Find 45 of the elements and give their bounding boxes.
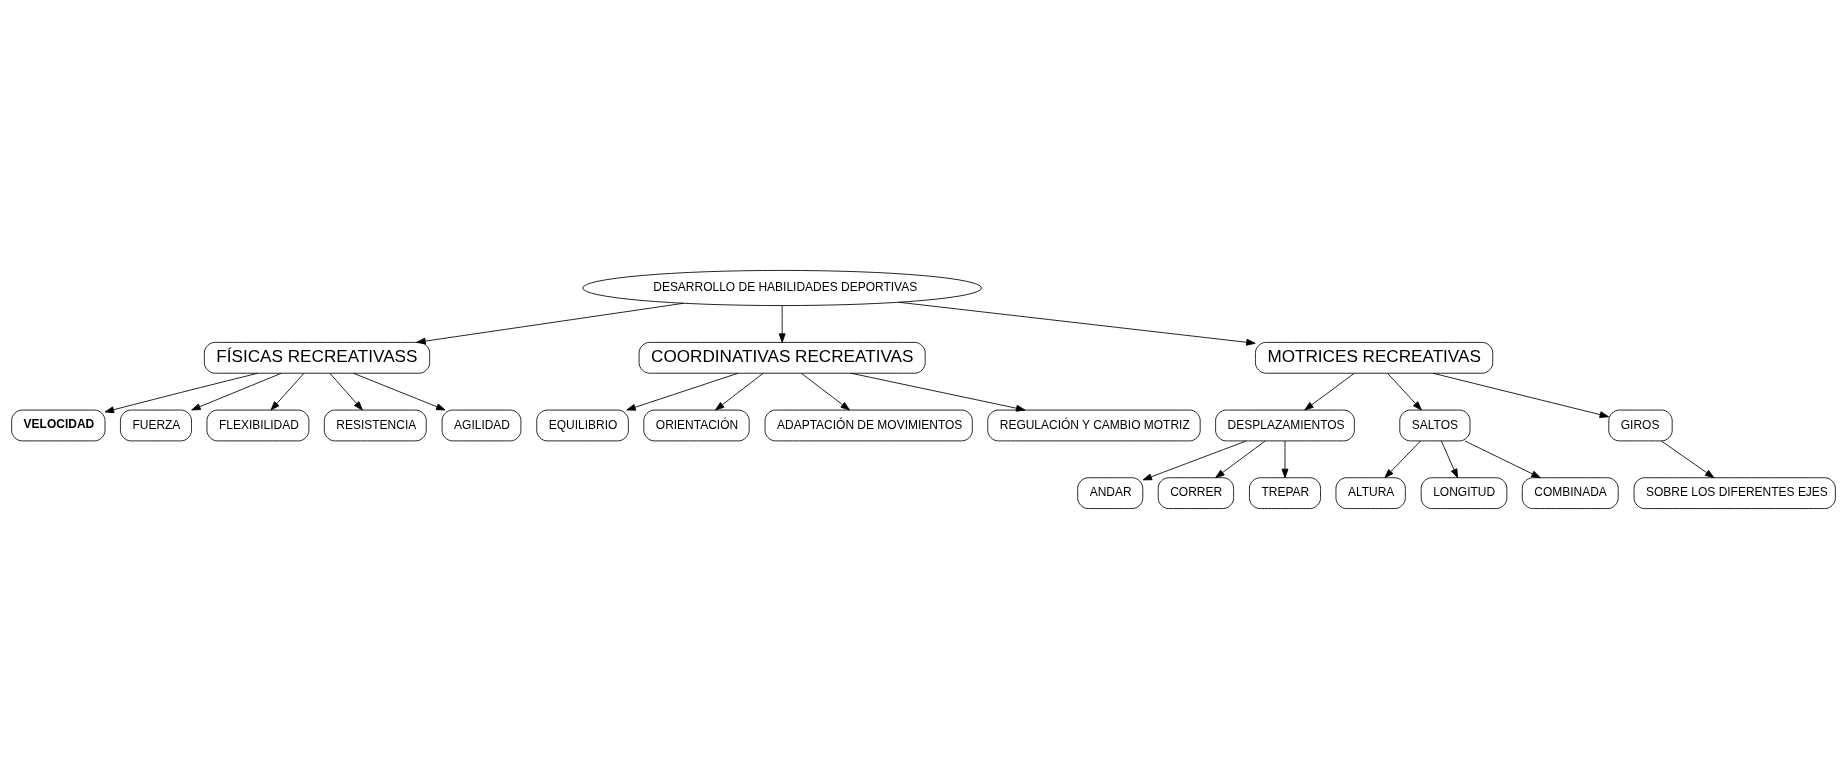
node-box: FÍSICAS RECREATIVASS	[203, 341, 431, 374]
arrow	[1660, 440, 1715, 479]
node-box: FLEXIBILIDAD	[206, 409, 310, 442]
arrow	[329, 372, 363, 411]
arrow	[1432, 372, 1609, 418]
node-box: ANDAR	[1077, 477, 1144, 509]
node-box: DESPLAZAMIENTOS	[1215, 409, 1355, 442]
node-box: TREPAR	[1249, 477, 1321, 509]
arrow	[1440, 440, 1458, 479]
arrow	[270, 372, 305, 411]
node-box: ADAPTACIÓN DE MOVIMIENTOS	[764, 409, 973, 442]
node-box: SOBRE LOS DIFERENTES EJES	[1633, 477, 1836, 509]
arrow	[1384, 440, 1422, 479]
arrow	[1387, 372, 1422, 411]
node-box: AGILIDAD	[441, 409, 522, 442]
arrow	[1215, 440, 1266, 479]
node-box: FUERZA	[120, 409, 192, 442]
node-box: VELOCIDAD	[11, 409, 106, 442]
node-box: EQUILIBRIO	[536, 409, 629, 442]
arrow	[1281, 440, 1289, 479]
node-box: MOTRICES RECREATIVAS	[1255, 341, 1494, 374]
node-box: LONGITUD	[1420, 477, 1508, 509]
node-box: COORDINATIVAS RECREATIVAS	[638, 341, 926, 374]
arrow	[778, 305, 786, 343]
arrow	[191, 372, 282, 411]
arrow	[715, 372, 764, 411]
node-box: GIROS	[1608, 409, 1673, 442]
arrow	[800, 372, 850, 411]
arrow	[416, 302, 684, 345]
arrow	[626, 372, 739, 411]
arrow	[898, 301, 1256, 346]
arrow	[850, 372, 1026, 412]
node-box: RESISTENCIA	[323, 409, 427, 442]
arrow	[1304, 372, 1355, 411]
arrow	[353, 372, 446, 411]
arrow	[104, 372, 259, 414]
node-box: COMBINADA	[1521, 477, 1619, 509]
node-box: REGULACIÓN Y CAMBIO MOTRIZ	[987, 409, 1201, 442]
node-ellipse: DESARROLLO DE HABILIDADES DEPORTIVAS	[582, 270, 982, 306]
arrow	[1142, 440, 1247, 481]
node-box: ALTURA	[1335, 477, 1406, 509]
node-box: CORRER	[1157, 477, 1234, 509]
arrow	[1464, 440, 1541, 479]
node-box: ORIENTACIÓN	[643, 409, 750, 442]
node-box: SALTOS	[1399, 409, 1471, 442]
